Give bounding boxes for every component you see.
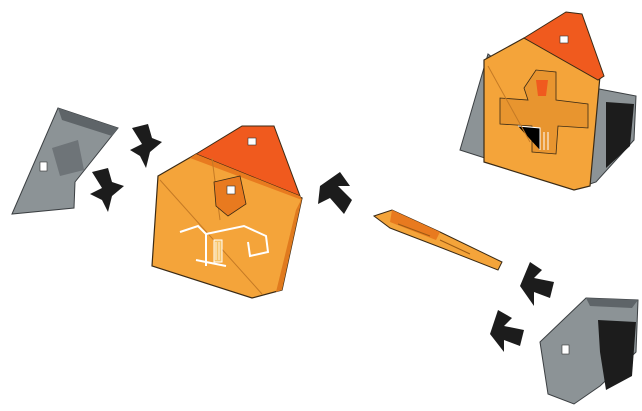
- arrow-upper-left-2: [90, 168, 124, 212]
- assembled-unit: [460, 12, 636, 190]
- arrow-to-center-from-tab: [318, 172, 352, 214]
- flat-orange-tab: [374, 210, 502, 270]
- center-orange-body: [152, 126, 302, 298]
- arrow-upper-left-1: [130, 124, 162, 168]
- arrow-right-upper: [520, 262, 554, 306]
- arrow-right-lower: [490, 310, 524, 352]
- bottom-right-grey-shell: [540, 298, 638, 404]
